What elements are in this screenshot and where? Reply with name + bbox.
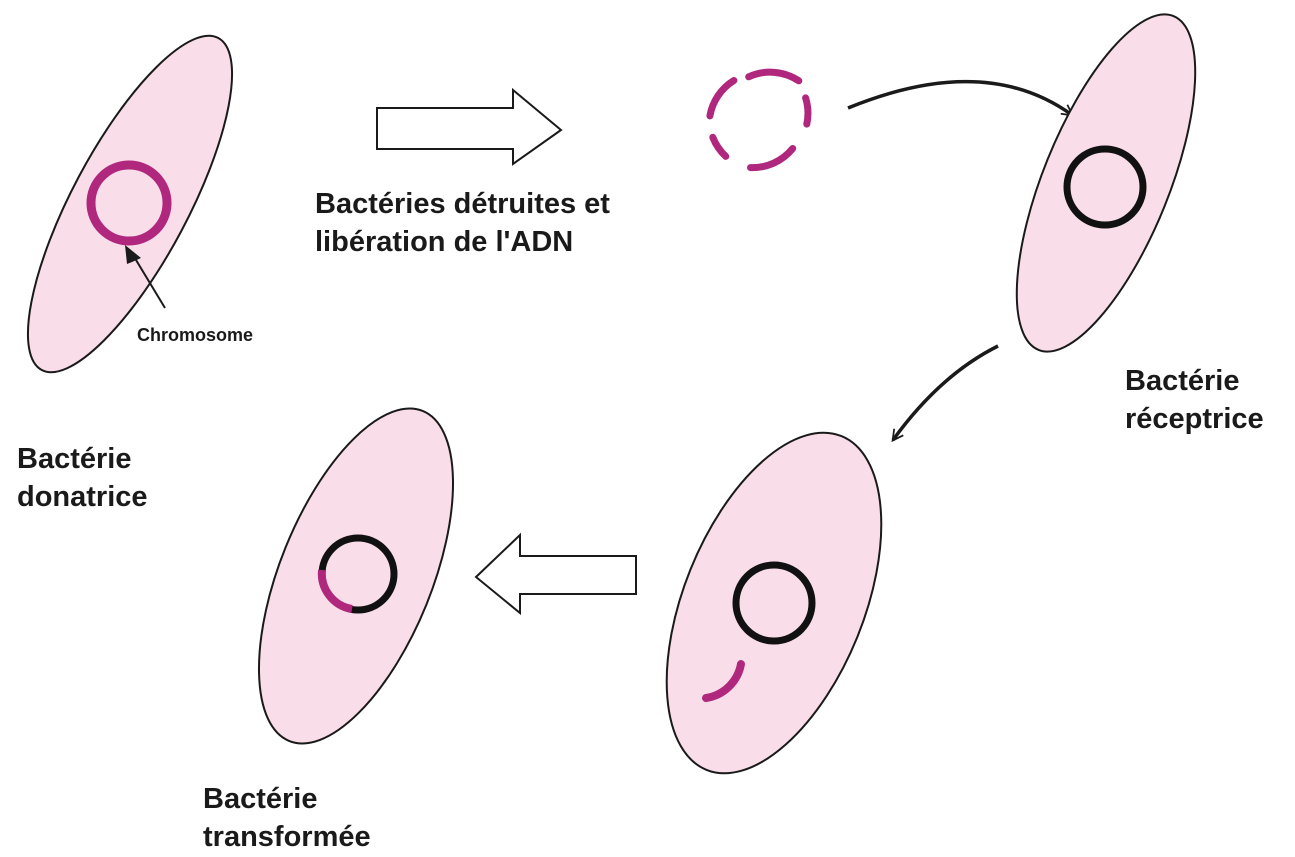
released-dna-fragment bbox=[806, 98, 808, 124]
transformed-bacterium-label: Bactérie transformée bbox=[203, 780, 371, 856]
hollow-arrow-left bbox=[476, 535, 636, 613]
released-dna-fragment bbox=[751, 149, 793, 168]
recipient-label-line-2: réceptrice bbox=[1125, 400, 1264, 438]
recipient-cell-body bbox=[980, 0, 1232, 373]
transformed-label-line-2: transformée bbox=[203, 818, 371, 856]
donor-bacterium-label: Bactérie donatrice bbox=[17, 440, 148, 516]
released-dna-fragment bbox=[749, 72, 799, 81]
transformed-cell-body bbox=[219, 382, 493, 769]
donor-label-line-1: Bactérie bbox=[17, 440, 148, 478]
destroyed-bacteria-caption: Bactéries détruites et libération de l'A… bbox=[315, 185, 610, 261]
curved-arrow-to-uptake bbox=[893, 346, 998, 440]
donor-label-line-2: donatrice bbox=[17, 478, 148, 516]
recipient-label-line-1: Bactérie bbox=[1125, 362, 1264, 400]
released-dna-fragment bbox=[713, 137, 726, 156]
destroyed-caption-line-2: libération de l'ADN bbox=[315, 223, 610, 261]
transformed-label-line-1: Bactérie bbox=[203, 780, 371, 818]
released-dna-fragments bbox=[710, 72, 808, 167]
destroyed-caption-line-1: Bactéries détruites et bbox=[315, 185, 610, 223]
uptake-bacterium bbox=[623, 402, 925, 803]
recipient-bacterium bbox=[980, 0, 1232, 373]
transformed-bacterium bbox=[219, 382, 493, 769]
curved-arrow-to-recipient bbox=[848, 82, 1072, 115]
released-dna-fragment bbox=[710, 81, 734, 116]
uptake-cell-body bbox=[623, 402, 925, 803]
hollow-arrow-right bbox=[377, 90, 561, 164]
recipient-bacterium-label: Bactérie réceptrice bbox=[1125, 362, 1264, 438]
chromosome-label: Chromosome bbox=[137, 324, 253, 346]
